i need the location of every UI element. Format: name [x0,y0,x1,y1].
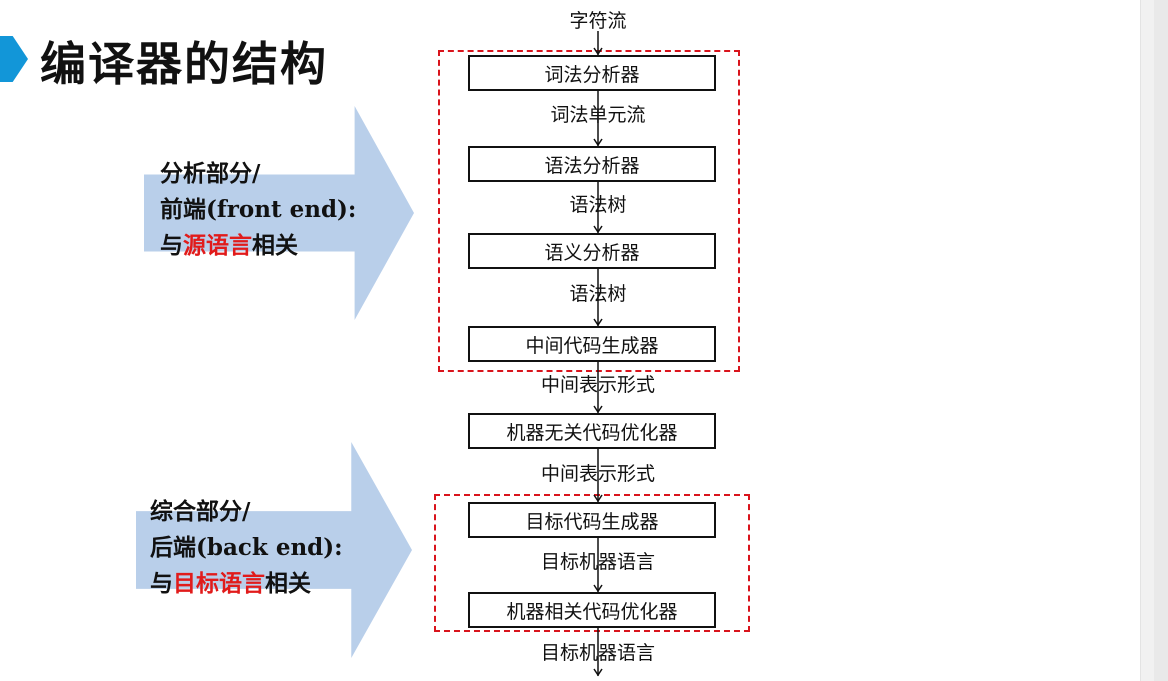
front-end-line3: 与源语言相关 [160,232,298,259]
code-generator-box: 目标代码生成器 [468,502,716,538]
parser-box: 语法分析器 [468,146,716,182]
flow-label-4: 中间表示形式 [540,374,655,396]
back-end-line3: 与目标语言相关 [150,570,311,597]
back-end-group [434,494,750,632]
flow-label-3: 语法树 [569,283,627,305]
vertical-scrollbar[interactable] [1140,0,1168,681]
slide: 编译器的结构 分析部分/ 前端(front end): 与源语言相关 综合部分/… [0,10,750,677]
flow-arrows [593,31,603,677]
scrollbar-thumb[interactable] [1154,0,1168,681]
front-end-label: 分析部分/ 前端(front end): 与源语言相关 [160,156,356,264]
flow-label-5: 中间表示形式 [540,463,655,485]
front-end-highlight: 源语言 [183,232,252,259]
arrowhead-icon [593,225,603,234]
back-end-line2: 后端(back end): [150,534,343,561]
arrowhead-icon [593,47,603,56]
semantic-analyzer-box: 语义分析器 [468,233,716,269]
arrowhead-icon [593,584,603,593]
back-end-line1: 综合部分/ [150,498,251,525]
flow-output-label: 目标机器语言 [540,642,655,664]
arrowhead-icon [593,405,603,414]
arrowhead-icon [593,138,603,147]
flow-label-6: 目标机器语言 [540,551,655,573]
arrowhead-icon [593,668,603,677]
back-end-highlight: 目标语言 [173,570,265,597]
front-end-line1: 分析部分/ [160,160,261,187]
machine-independent-optimizer-box: 机器无关代码优化器 [468,413,716,449]
arrowhead-icon [593,318,603,327]
slide-title: 编译器的结构 [40,37,328,91]
flow-label-1: 词法单元流 [550,104,646,126]
front-end-line2: 前端(front end): [160,196,357,223]
ir-generator-box: 中间代码生成器 [468,326,716,362]
front-end-group [438,50,740,372]
lexer-box: 词法分析器 [468,55,716,91]
flow-label-2: 语法树 [569,194,627,216]
machine-dependent-optimizer-box: 机器相关代码优化器 [468,592,716,628]
flow-input-label: 字符流 [569,10,627,32]
back-end-label: 综合部分/ 后端(back end): 与目标语言相关 [150,494,343,602]
arrowhead-icon [593,494,603,503]
